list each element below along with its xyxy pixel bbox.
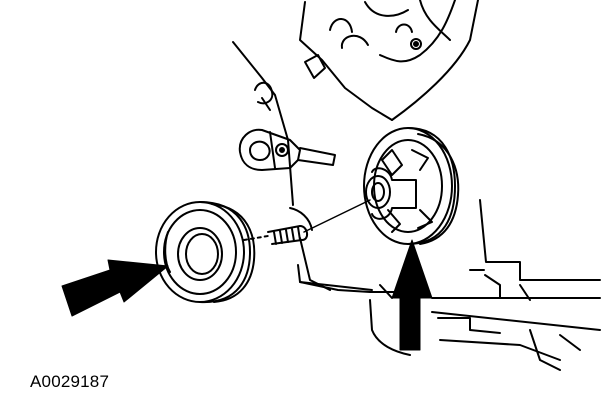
arrow-pointing-right [61,259,169,317]
arrow-pointing-up [391,239,433,351]
seal [155,201,256,304]
lower-block [289,199,601,371]
crankshaft-nose [243,199,371,245]
pulley [363,127,460,245]
bracket [238,128,336,171]
figure-id-label: A0029187 [30,372,110,391]
engine-housing [232,0,479,206]
